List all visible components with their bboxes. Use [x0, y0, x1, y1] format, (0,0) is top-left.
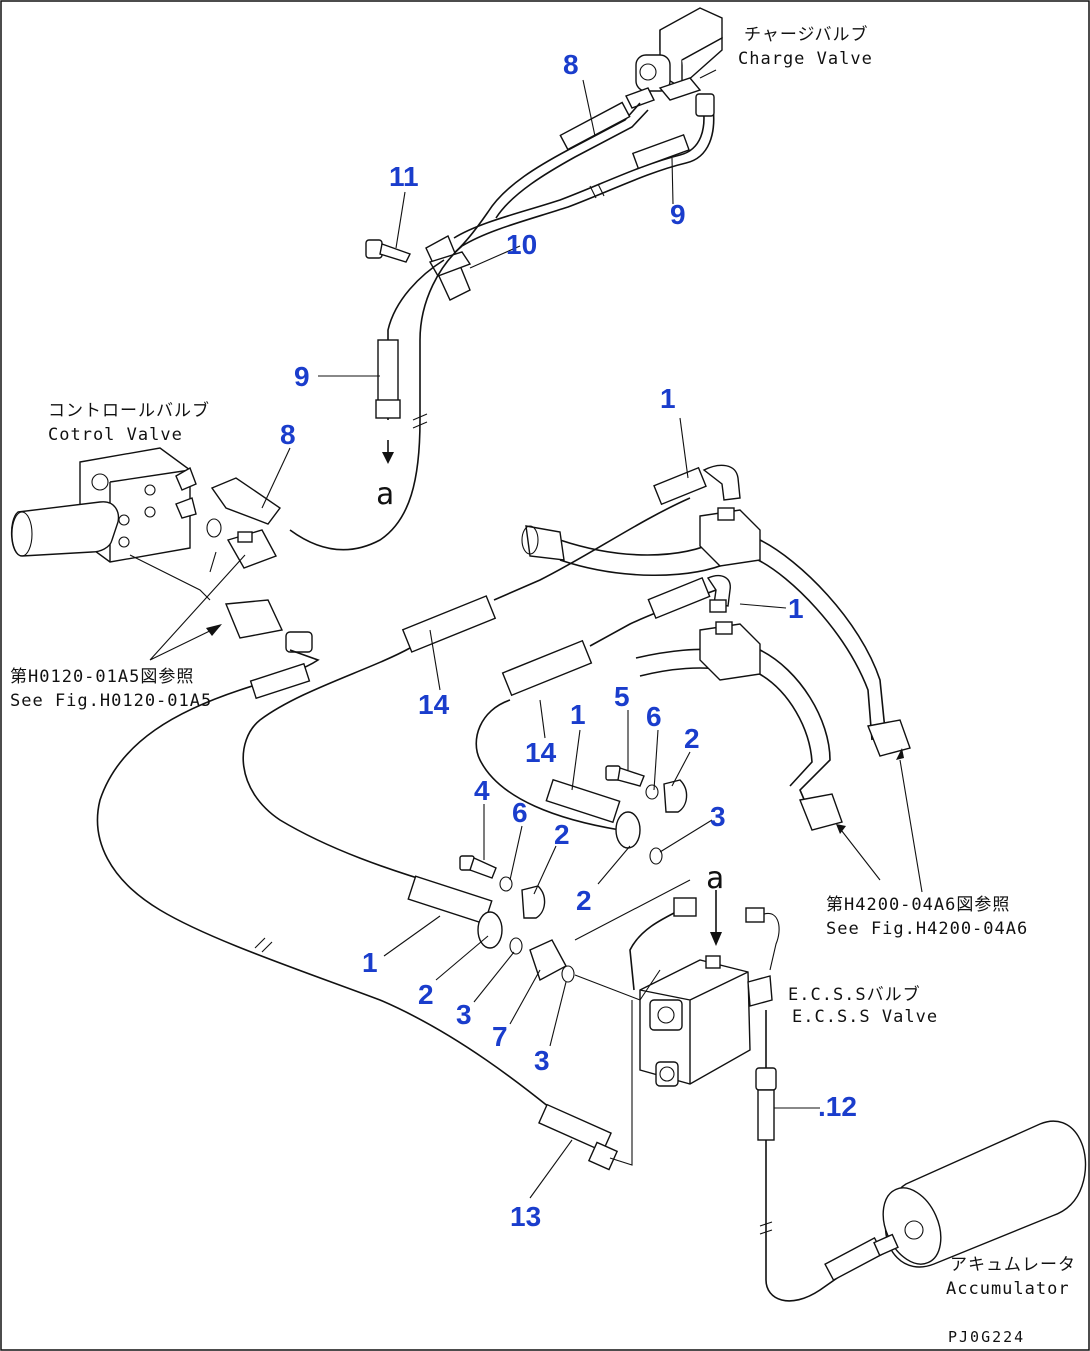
callout-3-right: 3 — [710, 801, 726, 832]
arrow-a-top — [382, 452, 394, 464]
callout-12: .12 — [818, 1091, 857, 1122]
split-flange-2-lower — [521, 885, 546, 919]
callout-2-lower: 2 — [418, 979, 434, 1010]
callout-8-top: 8 — [563, 49, 579, 80]
ecss-valve-label-jp: E.C.S.Sバルブ — [788, 984, 921, 1005]
callout-11: 11 — [389, 161, 419, 192]
hose-14-lower-fitting — [501, 639, 593, 697]
washer-6-upper — [645, 784, 659, 800]
hose-12-fitting — [755, 1067, 777, 1091]
control-valve-label-jp: コントロールバルブ — [48, 400, 210, 421]
fitting-8 — [210, 477, 281, 525]
tube-lower — [635, 648, 831, 819]
callout-4: 4 — [474, 775, 490, 806]
hose-13-fitting — [538, 1103, 612, 1153]
charge-valve-label-en: Charge Valve — [738, 49, 873, 69]
hose-9-fitting — [631, 134, 690, 170]
leader-lines — [261, 79, 820, 1199]
callout-13: 13 — [510, 1201, 541, 1232]
hose-12 — [765, 1140, 861, 1302]
callout-3-lower: 3 — [456, 999, 472, 1030]
accumulator-drawing — [873, 1120, 1087, 1268]
ecss-valve-label-en: E.C.S.S Valve — [792, 1007, 938, 1027]
component-labels: チャージバルブ Charge Valve コントロールバルブ Cotrol Va… — [10, 24, 1076, 1346]
callout-6-upper: 6 — [646, 701, 662, 732]
callout-6-lower: 6 — [512, 797, 528, 828]
control-valve-drawing — [11, 447, 197, 563]
callout-14-mid: 14 — [525, 737, 557, 768]
callout-5: 5 — [614, 681, 630, 712]
tee-fitting-lower — [224, 599, 313, 653]
callout-14-left: 14 — [418, 689, 450, 720]
callout-1-top: 1 — [660, 383, 676, 414]
sensor-connector — [745, 907, 765, 923]
callout-2-lower-mid: 2 — [576, 885, 592, 916]
hose-1-top — [653, 466, 707, 506]
ecss-valve-drawing — [639, 955, 773, 1087]
split-flange-2-upper — [663, 779, 688, 813]
hose-9-lower — [387, 259, 445, 420]
o-ring-3-lower — [509, 937, 523, 955]
reference-a-right: a — [706, 861, 724, 896]
callout-9-left: 9 — [294, 361, 310, 392]
see-fig-1-label-en: See Fig.H0120-01A5 — [10, 691, 212, 711]
clamp-lower-right — [799, 793, 843, 831]
hose-12-sleeve — [757, 1089, 775, 1141]
callout-8-left: 8 — [280, 419, 296, 450]
accumulator-label-en: Accumulator — [946, 1279, 1070, 1299]
tee-block-lower — [699, 623, 761, 681]
control-valve-label-en: Cotrol Valve — [48, 425, 183, 445]
hose-to-control-valve — [289, 245, 463, 551]
see-fig-1-label-jp: 第H0120-01A5図参照 — [10, 667, 194, 687]
reference-a-top: a — [376, 477, 394, 512]
see-fig-2-label-jp: 第H4200-04A6図参照 — [826, 895, 1010, 915]
bolt-11 — [365, 239, 411, 263]
callout-3-bottom: 3 — [534, 1045, 550, 1076]
clamp-10 — [425, 235, 472, 301]
callout-10: 10 — [506, 229, 537, 260]
charge-valve-drawing — [625, 7, 723, 109]
clamp-upper-right — [867, 719, 911, 757]
callout-numbers: 8 11 10 9 9 8 1 1 14 5 6 1 14 2 4 6 2 3 … — [280, 49, 857, 1232]
tee-block-upper — [699, 509, 761, 567]
tee-fitting-upper — [226, 529, 277, 569]
see-fig-2-label-en: See Fig.H4200-04A6 — [826, 919, 1028, 939]
o-ring-3-bottom — [561, 965, 575, 983]
hose-14-upper-fitting — [401, 595, 497, 653]
callout-2-upper-right: 2 — [684, 723, 700, 754]
hose-1-flange-upper — [545, 778, 621, 824]
callout-9-right: 9 — [670, 199, 686, 230]
hose-9-upper — [453, 99, 705, 239]
callout-1-right: 1 — [788, 593, 804, 624]
o-ring-3-upper — [649, 847, 663, 865]
bolt-4 — [459, 855, 497, 879]
hose-14-lower — [475, 699, 621, 831]
washer-6-lower — [499, 876, 513, 892]
callout-2-mid: 2 — [554, 819, 570, 850]
charge-valve-label-jp: チャージバルブ — [744, 24, 868, 45]
hose-1-mid — [647, 576, 711, 620]
hose-14-upper — [242, 647, 441, 886]
callout-1-mid: 1 — [570, 699, 586, 730]
figure-code: PJ0G224 — [948, 1328, 1025, 1346]
accumulator-label-jp: アキュムレータ — [950, 1255, 1076, 1275]
callout-7: 7 — [492, 1021, 508, 1052]
callout-1-lower: 1 — [362, 947, 378, 978]
hose-13 — [96, 649, 601, 1151]
bolt-5 — [605, 765, 645, 787]
arrow-a-right — [710, 932, 722, 946]
